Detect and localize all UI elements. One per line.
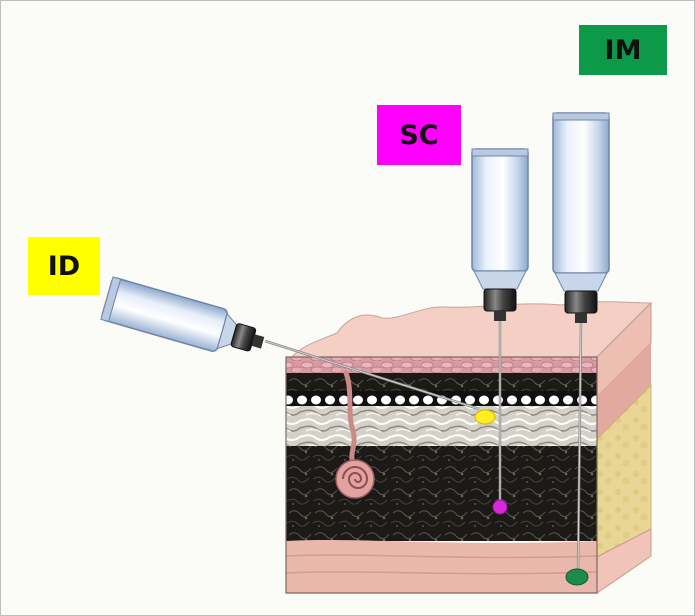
sweat-gland-duct — [343, 370, 357, 466]
sc-syringe — [471, 148, 529, 503]
epidermis-layer — [286, 357, 597, 373]
id-syringe — [100, 276, 480, 411]
im-label: IM — [579, 25, 667, 75]
im-deposit-dot — [565, 568, 589, 586]
id-deposit-dot — [474, 409, 496, 425]
sweat-gland-coil — [335, 459, 375, 499]
dermis-fiber-layer — [286, 406, 597, 446]
sc-label: SC — [377, 105, 461, 165]
id-label: ID — [28, 237, 100, 295]
sc-deposit-dot — [492, 499, 508, 515]
subcutaneous-layer — [286, 446, 597, 541]
im-syringe — [552, 112, 610, 572]
skin-block — [285, 301, 653, 594]
papillae-row — [286, 391, 597, 406]
muscle-layer — [286, 540, 597, 593]
dermis-upper-layer — [286, 373, 597, 391]
